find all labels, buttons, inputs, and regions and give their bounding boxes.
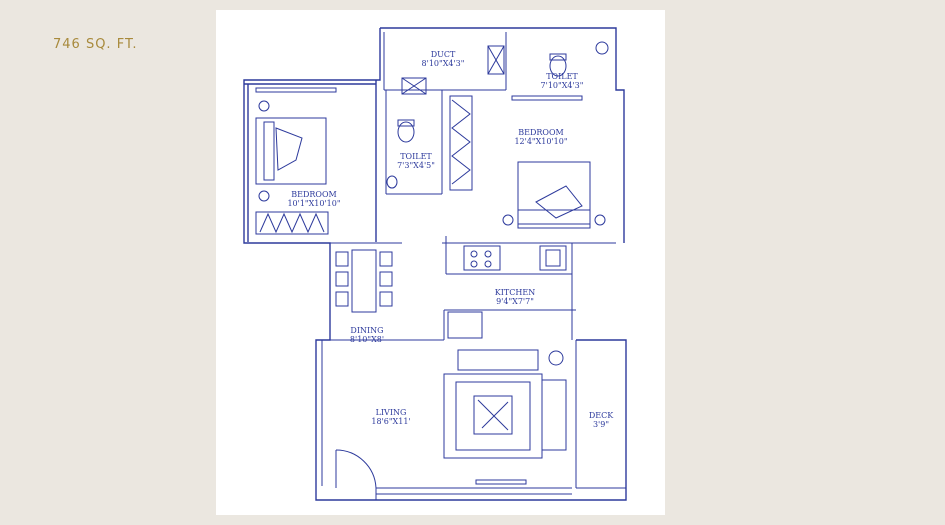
room-label-toilet-top: TOILET 7'10"X4'3": [541, 72, 584, 90]
room-size: 8'10"X4'3": [421, 59, 465, 68]
room-name: LIVING: [375, 408, 407, 417]
room-name: TOILET: [400, 152, 432, 161]
room-size: 9'4"X7'7": [496, 297, 534, 306]
area-label: 746 SQ. FT.: [53, 37, 138, 52]
room-size: 3'9": [592, 420, 610, 429]
room-name: DINING: [350, 326, 384, 335]
floor-plan: DUCT 8'10"X4'3" TOILET 7'10"X4'3" TOILET…: [216, 10, 665, 515]
room-size: 18'6"X11': [371, 417, 411, 426]
room-size: 10'1"X10'10": [287, 199, 341, 208]
room-label-bedroom-left: BEDROOM 10'1"X10'10": [287, 190, 340, 208]
kitchen-fixtures: [447, 245, 567, 339]
room-size: 7'10"X4'3": [540, 81, 584, 90]
room-label-bedroom-right: BEDROOM 12'4"X10'10": [514, 128, 567, 146]
duct-hatches: [401, 45, 505, 95]
toilet-fixtures: [386, 41, 609, 189]
beds: [255, 100, 606, 229]
partitions: [321, 32, 627, 495]
wardrobes: [255, 95, 473, 235]
room-name: DUCT: [430, 50, 456, 59]
room-name: KITCHEN: [494, 288, 536, 297]
room-name: BEDROOM: [291, 190, 337, 199]
floor-plan-drawing: [243, 27, 627, 501]
doors: [335, 449, 377, 500]
room-name: DECK: [588, 411, 614, 420]
room-label-kitchen: KITCHEN 9'4"X7'7": [495, 288, 535, 306]
room-label-deck: DECK 3'9": [589, 411, 613, 429]
windows: [255, 87, 583, 485]
room-size: 8'10"X8': [349, 335, 385, 344]
room-size: 12'4"X10'10": [514, 137, 568, 146]
room-name: TOILET: [546, 72, 578, 81]
outer-walls: [243, 27, 627, 501]
room-label-dining: DINING 8'10"X8': [350, 326, 384, 344]
room-label-living: LIVING 18'6"X11': [371, 408, 410, 426]
room-size: 7'3"X4'5": [397, 161, 435, 170]
room-label-toilet-mid: TOILET 7'3"X4'5": [397, 152, 435, 170]
room-name: BEDROOM: [518, 128, 564, 137]
dining-fixtures: [335, 249, 393, 313]
room-label-duct: DUCT 8'10"X4'3": [422, 50, 465, 68]
living-fixtures: [443, 349, 567, 459]
